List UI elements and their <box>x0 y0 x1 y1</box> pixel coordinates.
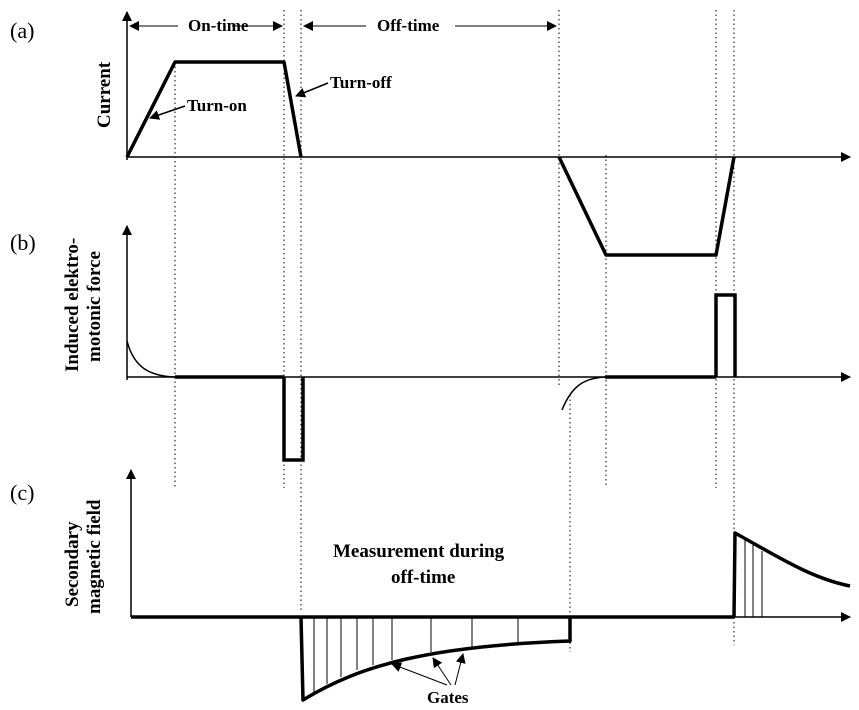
on-time-label: On-time <box>188 16 249 35</box>
current-pulse-positive <box>125 60 303 158</box>
panel-b: (b) Induced elektro- motonic force <box>10 225 851 462</box>
gates-pointer <box>454 653 466 686</box>
panel-label-a: (a) <box>10 18 34 43</box>
panel-a: (a) Current On-time Off-time Turn-on Tur… <box>10 11 851 257</box>
turn-on-label: Turn-on <box>187 96 247 115</box>
emf-positive-pulse <box>714 293 737 377</box>
measurement-label-line1: Measurement during <box>333 541 505 562</box>
emf-decay-initial <box>126 340 176 378</box>
ylabel-emf-line1: Induced elektro- <box>62 238 83 372</box>
measurement-label-line2: off-time <box>391 567 455 588</box>
panel-c: (c) Secondary magnetic field <box>10 469 851 707</box>
turn-on-pointer <box>149 105 186 120</box>
turn-off-label: Turn-off <box>330 73 392 92</box>
gates-negative <box>313 617 519 692</box>
ylabel-emf-line2: motonic force <box>84 251 105 362</box>
turn-off-pointer <box>295 82 329 98</box>
emf-negative-pulse <box>282 377 305 462</box>
ylabel-current: Current <box>94 61 115 128</box>
gates-label: Gates <box>427 688 469 707</box>
ylabel-field-line1: Secondary <box>62 521 83 607</box>
off-time-label: Off-time <box>377 16 440 35</box>
gates-positive <box>744 540 763 617</box>
panel-label-c: (c) <box>10 480 34 505</box>
field-decay-positive <box>732 531 851 618</box>
panel-label-b: (b) <box>10 230 36 255</box>
gates-pointer <box>432 657 452 686</box>
current-pulse-negative <box>557 156 736 257</box>
gates-pointer <box>391 662 448 686</box>
emf-decay-reverse <box>561 376 606 411</box>
field-decay-negative <box>299 616 572 702</box>
ylabel-field-line2: magnetic field <box>84 499 105 614</box>
